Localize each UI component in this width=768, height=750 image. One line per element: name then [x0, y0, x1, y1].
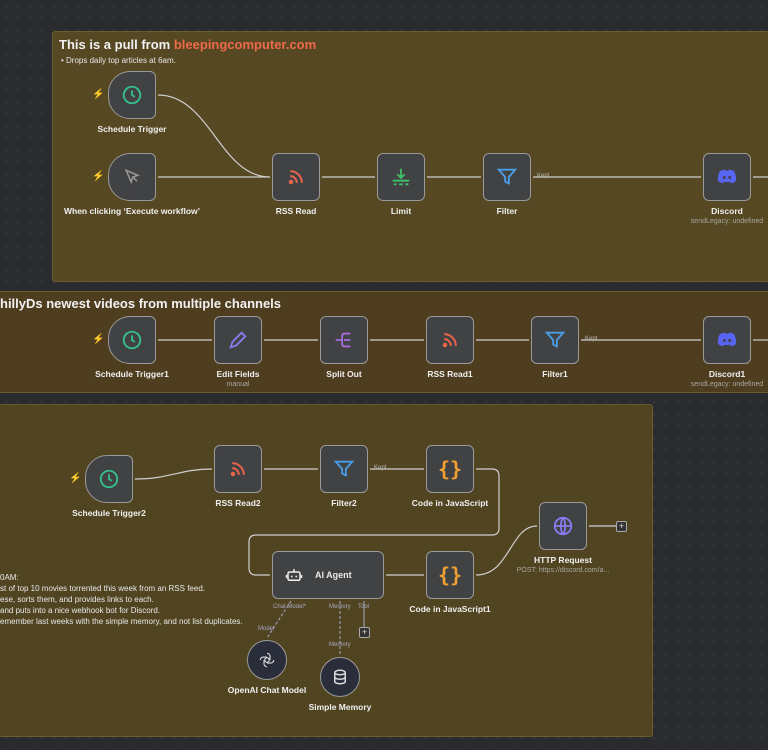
node-subtitle: POST: https://discord.com/a...: [516, 567, 610, 574]
trigger-bolt-icon: ⚡: [92, 171, 105, 182]
discord-icon: [716, 166, 738, 188]
node-label: Schedule Trigger1: [95, 369, 169, 379]
node-discord[interactable]: [703, 153, 751, 201]
add-tool-button[interactable]: +: [359, 627, 370, 638]
sticky-note-text: • Drops daily top articles at 6am.: [61, 56, 176, 65]
wire-label-kept: Kept: [537, 173, 550, 179]
clock-icon: [121, 84, 143, 106]
node-http-request[interactable]: [539, 502, 587, 550]
node-label: Simple Memory: [308, 702, 372, 712]
wire: [475, 525, 538, 576]
trigger-bolt-icon: ⚡: [92, 334, 105, 345]
sticky-title: This is a pull from bleepingcomputer.com: [59, 37, 317, 52]
filter-icon: [496, 166, 518, 188]
robot-icon: [285, 566, 303, 584]
node-label: When clicking ‘Execute workflow’: [63, 206, 201, 216]
port-chat-model[interactable]: Chat Model*: [273, 604, 307, 610]
node-label: Schedule Trigger: [97, 124, 167, 134]
trigger-bolt-icon: ⚡: [92, 89, 105, 100]
openai-icon: [258, 651, 276, 669]
port-memory[interactable]: Memory: [329, 604, 351, 610]
pencil-icon: [227, 329, 249, 351]
database-icon: [331, 668, 349, 686]
node-label: Discord1: [708, 369, 746, 379]
node-label: RSS Read1: [427, 369, 473, 379]
node-openai-chat-model[interactable]: [247, 640, 287, 680]
split-out-icon: [333, 329, 355, 351]
trigger-bolt-icon: ⚡: [69, 473, 82, 484]
rss-icon: [228, 459, 248, 479]
node-label: OpenAI Chat Model: [227, 685, 307, 695]
cursor-icon: [122, 167, 142, 187]
wire-label-kept: Kept: [374, 465, 387, 471]
node-subtitle: sendLegacy: undefined: [690, 218, 764, 225]
node-filter2[interactable]: [320, 445, 368, 493]
port-model: Model: [258, 626, 275, 632]
node-filter[interactable]: [483, 153, 531, 201]
filter-icon: [544, 329, 566, 351]
node-split-out[interactable]: [320, 316, 368, 364]
node-limit[interactable]: [377, 153, 425, 201]
node-label: Code in JavaScript: [411, 498, 489, 508]
title-link: bleepingcomputer.com: [173, 37, 317, 52]
node-schedule-trigger1[interactable]: [108, 316, 156, 364]
globe-icon: [552, 515, 574, 537]
clock-icon: [98, 468, 120, 490]
limit-icon: [390, 166, 412, 188]
rss-icon: [286, 167, 306, 187]
node-label: HTTP Request: [534, 555, 592, 565]
wire: [248, 468, 500, 576]
wire: [266, 600, 292, 639]
sticky-title: hillyDs newest videos from multiple chan…: [0, 296, 282, 311]
node-edit-fields[interactable]: [214, 316, 262, 364]
node-discord1[interactable]: [703, 316, 751, 364]
code-icon: {}: [437, 563, 463, 587]
node-rss-read[interactable]: [272, 153, 320, 201]
node-when-clicking-execute-workflow[interactable]: [108, 153, 156, 201]
node-rss-read2[interactable]: [214, 445, 262, 493]
clock-icon: [121, 329, 143, 351]
port-tool[interactable]: Tool: [358, 604, 370, 610]
node-simple-memory[interactable]: [320, 657, 360, 697]
node-label: Edit Fields: [216, 369, 260, 379]
filter-icon: [333, 458, 355, 480]
node-schedule-trigger[interactable]: [108, 71, 156, 119]
rss-icon: [440, 330, 460, 350]
wire: [134, 468, 213, 480]
code-icon: {}: [437, 457, 463, 481]
node-label: Code in JavaScript1: [409, 604, 491, 614]
sticky-note-text: 0AM:st of top 10 movies torrented this w…: [0, 573, 243, 626]
wire-label-kept: Kept: [585, 336, 598, 342]
node-label: RSS Read: [275, 206, 317, 216]
add-node-button[interactable]: +: [616, 521, 627, 532]
wire: [157, 94, 271, 178]
discord-icon: [716, 329, 738, 351]
node-subtitle: sendLegacy: undefined: [690, 381, 764, 388]
node-code-in-javascript1[interactable]: {}: [426, 551, 474, 599]
node-ai-agent[interactable]: AI Agent: [272, 551, 384, 599]
node-label: Filter1: [542, 369, 568, 379]
node-label: Schedule Trigger2: [72, 508, 146, 518]
node-label: Discord: [711, 206, 743, 216]
node-label: Filter: [496, 206, 518, 216]
node-label: Limit: [390, 206, 412, 216]
node-rss-read1[interactable]: [426, 316, 474, 364]
node-filter1[interactable]: [531, 316, 579, 364]
node-schedule-trigger2[interactable]: [85, 455, 133, 503]
node-code-in-javascript[interactable]: {}: [426, 445, 474, 493]
node-label: RSS Read2: [215, 498, 261, 508]
node-subtitle: manual: [226, 381, 250, 388]
node-label: AI Agent: [315, 570, 352, 580]
port-memory-in: Memory: [329, 642, 351, 648]
node-label: Filter2: [331, 498, 357, 508]
node-label: Split Out: [326, 369, 362, 379]
